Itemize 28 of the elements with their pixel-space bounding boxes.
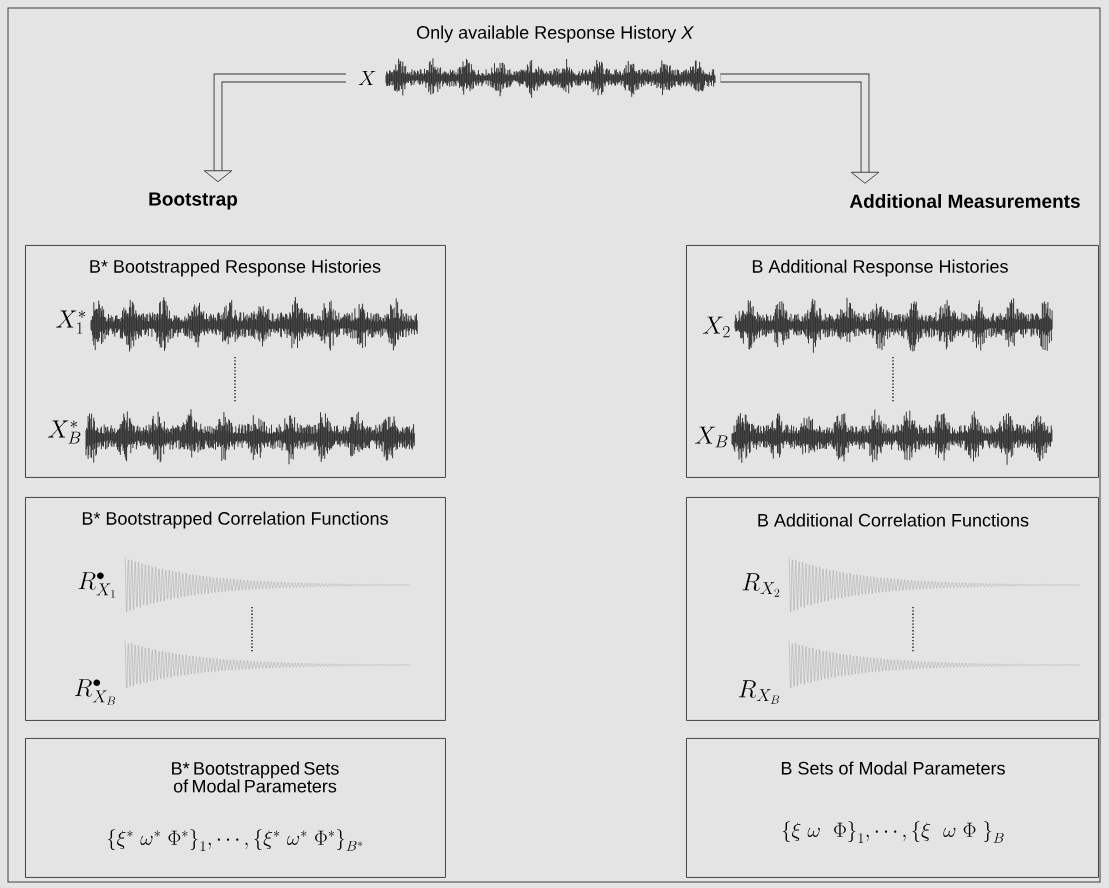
signal-label: $R_{X_{2}}$ — [742, 573, 780, 597]
panel-heading: B Additional Response Histories — [752, 259, 1008, 277]
signal-label: $X^{*}_{1}$ — [56, 310, 86, 334]
branch-heading: Bootstrap — [149, 192, 238, 210]
block-arrow — [720, 73, 880, 184]
signal-label: $X$ — [358, 70, 376, 86]
formula: $\Bigl\{\xi\ \omega\ \ \Phi\Bigr\}_{1},\cdots,\Bigl\{\xi\ \ \omega\ \Phi\ \Bigr\}_{B}$ — [782, 821, 1004, 843]
panel-box — [686, 497, 1099, 721]
panel-heading: B* Bootstrapped Sets of Modal Parameters — [172, 761, 339, 793]
branch-heading: Additional Measurements — [849, 194, 1080, 208]
panel-heading: B* Bootstrapped Correlation Functions — [82, 511, 388, 529]
formula: $\Bigl\{\xi^{*}\ \omega^{*}\ \Phi^{*}\Bigr\}_{1},\cdots,\Bigl\{\xi^{*}\ \omega^{*}\ \Phi^{*}\Bigr\}_{B^{*}}$ — [107, 829, 363, 851]
panel-box — [25, 738, 446, 878]
panel-heading: B* Bootstrapped Response Histories — [90, 259, 381, 277]
panel-box — [25, 245, 446, 478]
panel-box — [686, 738, 1099, 878]
signal-label: $R_{X_{B}}$ — [738, 680, 780, 704]
signal-label: $R^{\bullet}_{X_{B}}$ — [74, 679, 116, 705]
block-arrow — [203, 73, 346, 183]
panel-box — [686, 245, 1099, 478]
heading: Only available Response History X — [417, 25, 694, 43]
signal-label: $X_{2}$ — [702, 316, 730, 338]
signal-label: $R^{\bullet}_{X_{1}}$ — [78, 572, 115, 598]
signal-label: $X^{*}_{B}$ — [48, 420, 81, 444]
panel-heading: B Additional Correlation Functions — [758, 513, 1029, 527]
panel-heading: B Sets of Modal Parameters — [781, 761, 1005, 775]
signal-label: $X_{B}$ — [695, 426, 728, 448]
panel-box — [25, 497, 446, 721]
